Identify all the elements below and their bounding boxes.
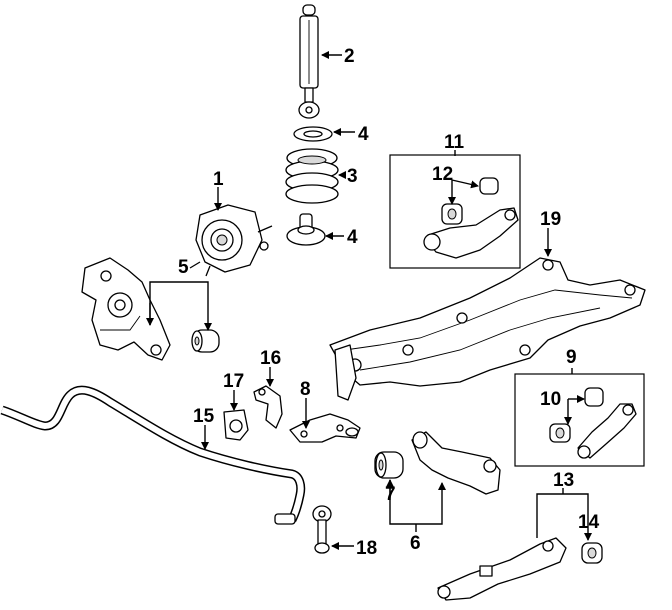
- leader-lines: [146, 51, 592, 550]
- box-upper-control-arm: [389, 154, 521, 269]
- callout-16: 16: [260, 348, 281, 369]
- callout-6: 6: [410, 533, 421, 554]
- spring-insulator-lower: [286, 213, 326, 246]
- crossmember: [329, 257, 646, 401]
- callout-7: 7: [385, 484, 396, 505]
- shock-absorber: [298, 4, 320, 119]
- callout-19: 19: [540, 209, 561, 230]
- callout-4-lower: 4: [347, 227, 358, 248]
- callout-5: 5: [178, 257, 189, 278]
- hub-bearing: [189, 204, 273, 277]
- lower-control-arm: [374, 431, 501, 495]
- callout-10: 10: [540, 389, 561, 410]
- spring-insulator-upper: [293, 126, 333, 142]
- callout-1: 1: [213, 169, 224, 190]
- callout-17: 17: [223, 371, 244, 392]
- callout-8: 8: [300, 379, 311, 400]
- callout-12: 12: [432, 164, 453, 185]
- stabilizer-bushing: [223, 409, 249, 441]
- callout-15: 15: [193, 406, 215, 427]
- callout-18: 18: [356, 538, 377, 559]
- bushing-bracket: [253, 385, 283, 429]
- callout-14: 14: [578, 512, 600, 533]
- callout-labels: 1 2 3 4 4 5 6 7 8 9 10 11 12 13 14 15 16…: [178, 46, 600, 559]
- box-toe-link: [514, 373, 645, 467]
- callout-3: 3: [347, 166, 358, 187]
- callout-9: 9: [566, 347, 577, 368]
- knuckle: [81, 257, 171, 361]
- mount-bracket: [289, 413, 361, 443]
- callout-2: 2: [344, 46, 355, 67]
- coil-spring: [285, 148, 339, 204]
- knuckle-bushing: [191, 329, 220, 353]
- trailing-arm: [437, 537, 603, 601]
- callout-4-upper: 4: [358, 124, 369, 145]
- callout-13: 13: [553, 470, 574, 491]
- callout-11: 11: [444, 132, 465, 153]
- stabilizer-bar: [0, 385, 306, 525]
- stabilizer-link: [312, 505, 332, 554]
